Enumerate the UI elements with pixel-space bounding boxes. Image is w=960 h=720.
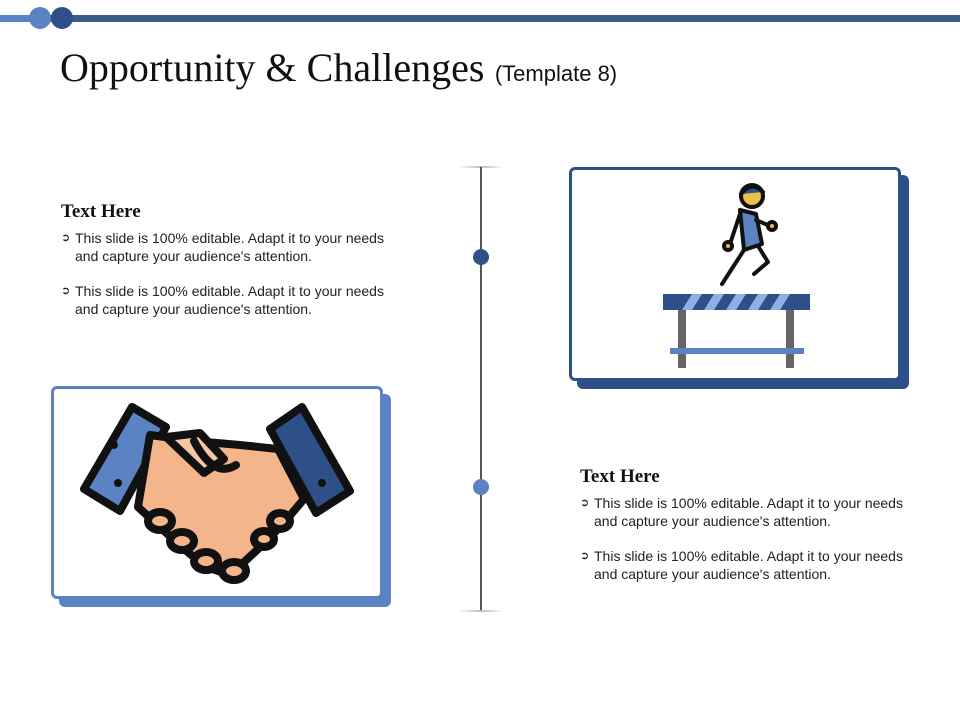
handshake-icon: [80, 403, 354, 584]
circle-arrow-right-icon: ➲: [580, 497, 590, 509]
block-heading: Text Here: [61, 201, 141, 222]
circle-arrow-right-icon: ➲: [580, 550, 590, 562]
slide-title: Opportunity & Challenges (Template 8): [60, 44, 617, 91]
bullet-item: ➲ This slide is 100% editable. Adapt it …: [580, 547, 910, 583]
bullet-text: This slide is 100% editable. Adapt it to…: [75, 283, 384, 317]
title-subtitle: (Template 8): [494, 61, 618, 86]
header-line-accent: [0, 15, 40, 22]
header-bar: [0, 7, 960, 29]
hurdle-jumper-icon: [663, 183, 810, 368]
title-text: Opportunity & Challenges: [60, 45, 485, 90]
bullet-item: ➲ This slide is 100% editable. Adapt it …: [61, 229, 391, 265]
header-dot-light: [29, 7, 51, 29]
circle-arrow-right-icon: ➲: [61, 285, 71, 297]
bullet-text: This slide is 100% editable. Adapt it to…: [594, 495, 903, 529]
circle-arrow-right-icon: ➲: [61, 232, 71, 244]
bullet-text: This slide is 100% editable. Adapt it to…: [594, 548, 903, 582]
text-block-challenge: Text Here ➲ This slide is 100% editable.…: [580, 466, 910, 600]
text-block-opportunity: Text Here ➲ This slide is 100% editable.…: [61, 201, 391, 335]
timeline-line: [480, 167, 482, 612]
challenge-card: [569, 167, 909, 389]
bullet-item: ➲ This slide is 100% editable. Adapt it …: [61, 282, 391, 318]
bullet-text: This slide is 100% editable. Adapt it to…: [75, 230, 384, 264]
timeline-dot-bottom: [473, 479, 489, 495]
card-face: [569, 167, 901, 381]
bullet-item: ➲ This slide is 100% editable. Adapt it …: [580, 494, 910, 530]
header-line: [0, 15, 960, 22]
timeline-dot-top: [473, 249, 489, 265]
block-heading: Text Here: [580, 466, 660, 487]
card-face: [51, 386, 383, 599]
timeline-bottom-cap: [458, 610, 504, 612]
opportunity-card: [51, 386, 391, 607]
header-dot-dark: [51, 7, 73, 29]
